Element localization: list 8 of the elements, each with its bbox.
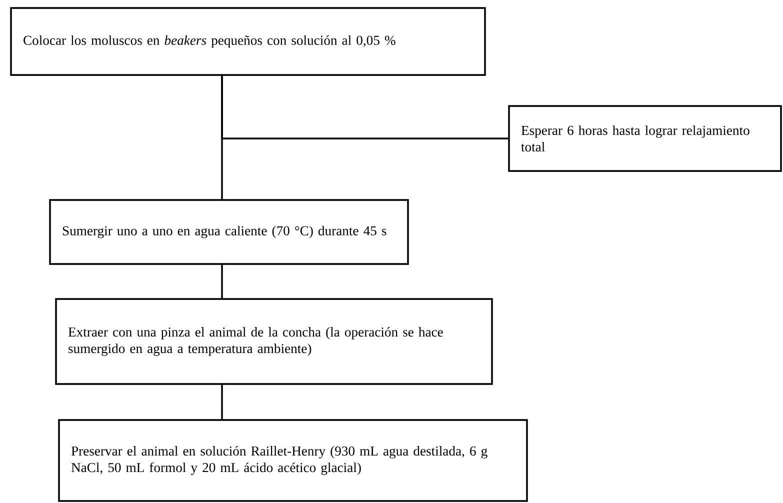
process-box: Esperar 6 horas hasta lograr relajamiento total xyxy=(508,105,782,172)
process-box: Preservar el animal en solución Raillet-Henry (930 mL agua destilada, 6 g NaCl, 50 mL formol y 20 mL ácido acético glacial) xyxy=(58,419,528,502)
connector-line xyxy=(221,76,223,200)
process-box: Sumergir uno a uno en agua caliente (70 °C) durante 45 s xyxy=(49,199,409,265)
process-box: Extraer con una pinza el animal de la concha (la operación se hace sumergido en agua a temperatura ambiente) xyxy=(55,298,493,385)
connector-line xyxy=(221,264,223,298)
connector-line xyxy=(221,384,223,420)
process-box: Colocar los moluscos en beakers pequeños con solución al 0,05 % xyxy=(10,7,486,76)
